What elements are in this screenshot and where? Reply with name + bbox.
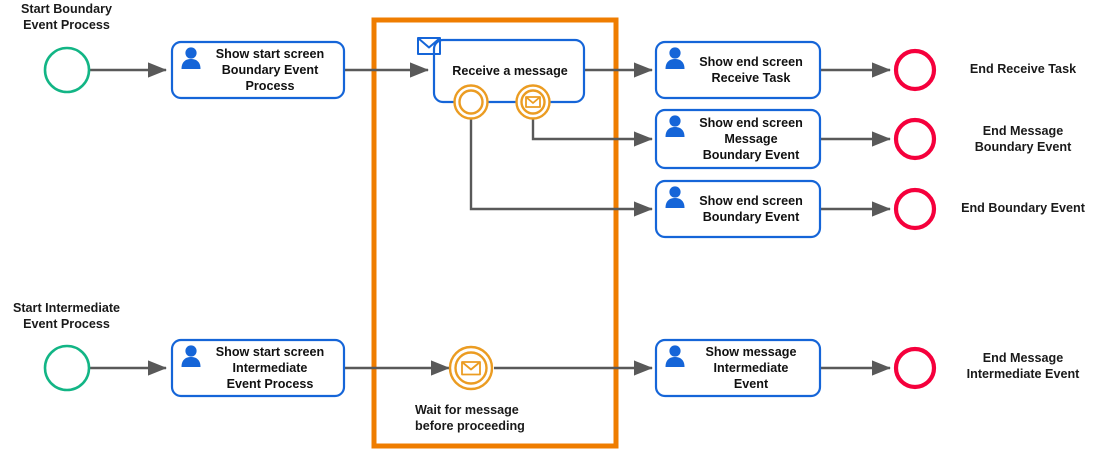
task-label-show-end-screen-message-boundary: Show end screen Message Boundary Event xyxy=(699,116,803,162)
end-event-boundary[interactable] xyxy=(893,187,937,231)
start-event-intermediate-process[interactable] xyxy=(43,344,91,392)
user-icon xyxy=(181,47,201,69)
boundary-event-message[interactable] xyxy=(515,84,551,120)
end-event-receive-task[interactable] xyxy=(893,48,937,92)
user-icon xyxy=(665,186,685,208)
task-show-start-screen-intermediate[interactable] xyxy=(170,338,346,398)
user-icon xyxy=(665,47,685,69)
start-event-boundary-process[interactable] xyxy=(43,46,91,94)
user-icon xyxy=(181,345,201,367)
flow-message-boundary-to-end-screen xyxy=(531,118,653,147)
user-icon xyxy=(665,345,685,367)
boundary-event-plain[interactable] xyxy=(453,84,489,120)
task-show-end-screen-message-boundary[interactable] xyxy=(654,108,822,170)
task-label-show-end-screen-boundary: Show end screen Boundary Event xyxy=(699,194,803,224)
task-show-start-screen-boundary[interactable] xyxy=(170,40,346,100)
task-label-show-start-screen-boundary: Show start screen Boundary Event Process xyxy=(215,47,325,93)
task-label-show-start-screen-intermediate: Show start screen Intermediate Event Pro… xyxy=(215,345,325,391)
task-label-receive-a-message: Receive a message xyxy=(452,64,568,78)
intermediate-message-catch-event[interactable] xyxy=(448,345,494,391)
user-icon xyxy=(665,115,685,137)
task-show-end-screen-receive-task[interactable] xyxy=(654,40,822,100)
end-event-message-boundary[interactable] xyxy=(893,117,937,161)
envelope-icon xyxy=(417,37,441,55)
task-show-end-screen-boundary[interactable] xyxy=(654,179,822,239)
task-label-show-end-screen-receive-task: Show end screen Receive Task xyxy=(699,55,803,85)
end-event-message-intermediate[interactable] xyxy=(893,346,937,390)
task-label-show-message-intermediate-event: Show message Intermediate Event xyxy=(705,345,797,391)
task-show-message-intermediate-event[interactable] xyxy=(654,338,822,398)
message-wait-group-box xyxy=(371,17,619,449)
flow-boundary-to-end-screen xyxy=(469,118,653,217)
